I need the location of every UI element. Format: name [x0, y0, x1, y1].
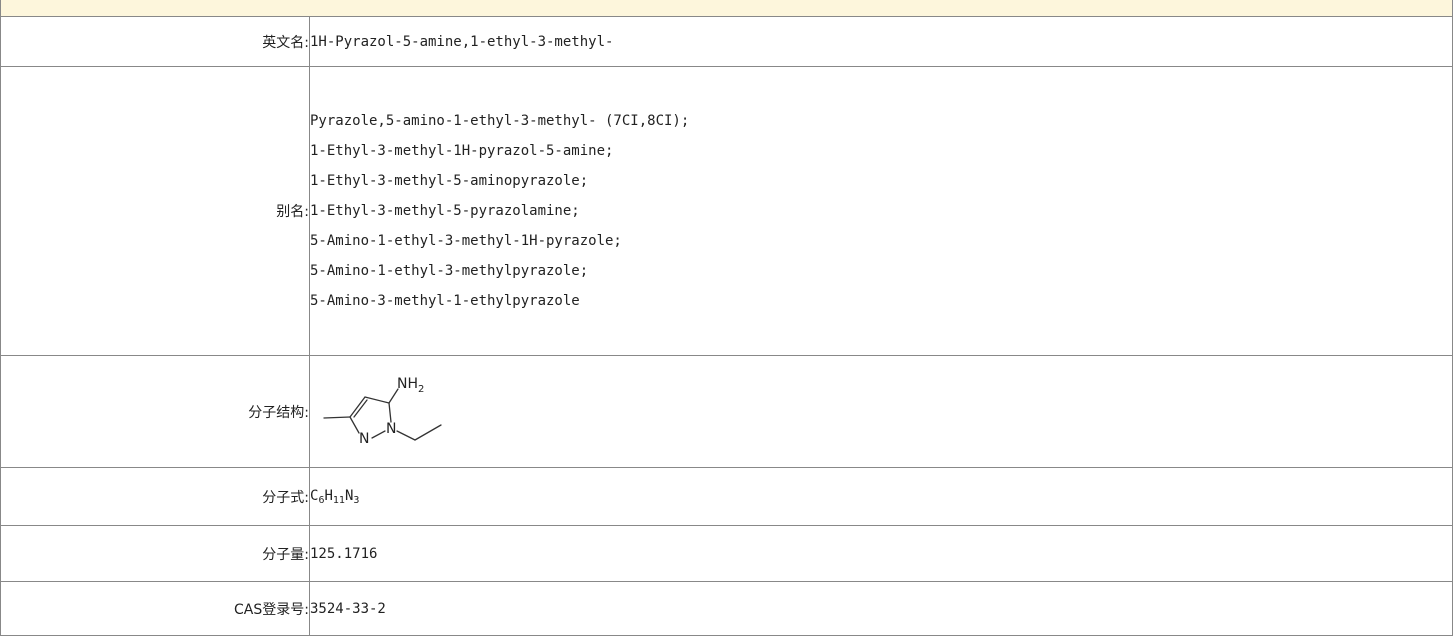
weight-value: 125.1716: [309, 525, 1453, 582]
english-name-label: 英文名:: [0, 16, 310, 67]
english-name-value: 1H-Pyrazol-5-amine,1-ethyl-3-methyl-: [309, 16, 1453, 67]
alias-item: 1-Ethyl-3-methyl-1H-pyrazol-5-amine;: [310, 143, 614, 159]
formula-label: 分子式:: [0, 467, 310, 526]
alias-item: Pyrazole,5-amino-1-ethyl-3-methyl- (7CI,…: [310, 113, 690, 129]
atom-nh2-N: NH: [397, 376, 418, 392]
row-aliases: 别名: Pyrazole,5-amino-1-ethyl-3-methyl- (…: [0, 66, 1453, 356]
alias-item: 5-Amino-3-methyl-1-ethylpyrazole: [310, 293, 580, 309]
aliases-label: 别名:: [0, 66, 310, 356]
alias-item: 1-Ethyl-3-methyl-5-aminopyrazole;: [310, 173, 589, 189]
row-english-name: 英文名: 1H-Pyrazol-5-amine,1-ethyl-3-methyl…: [0, 16, 1453, 67]
section-header-bar: [0, 0, 1453, 16]
row-weight: 分子量: 125.1716: [0, 525, 1453, 582]
aliases-value: Pyrazole,5-amino-1-ethyl-3-methyl- (7CI,…: [309, 66, 1453, 356]
structure-value: NH2 N N: [309, 355, 1453, 468]
weight-label: 分子量:: [0, 525, 310, 582]
alias-item: 5-Amino-1-ethyl-3-methyl-1H-pyrazole;: [310, 233, 622, 249]
formula-value: C6H11N3: [309, 467, 1453, 526]
alias-item: 5-Amino-1-ethyl-3-methylpyrazole;: [310, 263, 589, 279]
alias-item: 1-Ethyl-3-methyl-5-pyrazolamine;: [310, 203, 580, 219]
atom-nh2: NH2: [397, 376, 424, 395]
formula-count: 11: [332, 494, 345, 506]
structure-label: 分子结构:: [0, 355, 310, 468]
formula-count: 3: [353, 494, 360, 506]
row-structure: 分子结构:: [0, 355, 1453, 468]
molecule-structure-image: NH2 N N: [323, 376, 442, 447]
atom-nh2-sub: 2: [418, 384, 424, 395]
formula-element: C: [310, 487, 319, 504]
atom-n2: N: [359, 431, 369, 447]
cas-label: CAS登录号:: [0, 581, 310, 636]
formula-element: H: [324, 487, 333, 504]
row-formula: 分子式: C6H11N3: [0, 467, 1453, 526]
cas-value: 3524-33-2: [309, 581, 1453, 636]
compound-info-table: 英文名: 1H-Pyrazol-5-amine,1-ethyl-3-methyl…: [0, 16, 1453, 636]
row-cas: CAS登录号: 3524-33-2: [0, 581, 1453, 636]
formula-element: N: [344, 487, 354, 504]
formula-count: 6: [318, 494, 325, 506]
atom-n1: N: [386, 421, 396, 437]
